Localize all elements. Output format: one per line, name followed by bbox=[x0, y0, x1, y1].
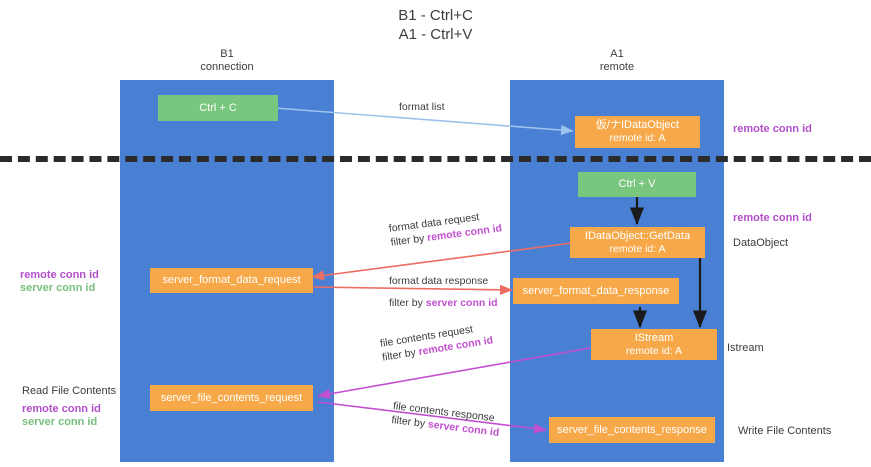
node-server-format-data-response-label: server_format_data_response bbox=[522, 284, 670, 297]
column-header-b1-name: B1 bbox=[220, 48, 234, 60]
node-server-file-contents-response[interactable]: server_file_contents_response bbox=[549, 417, 715, 443]
annotation-istream: Istream bbox=[727, 342, 764, 354]
node-istream[interactable]: IStream remote id: A bbox=[591, 329, 717, 360]
annotation-left-server-conn-id-mid: server conn id bbox=[20, 282, 96, 294]
annotation-left-server-conn-id-bottom: server conn id bbox=[22, 416, 98, 428]
column-header-b1-subtitle: connection bbox=[200, 61, 254, 73]
edge-label-format-data-response: format data response filter by server co… bbox=[389, 274, 498, 310]
node-get-idataobject[interactable]: 仮/ナIDataObject remote id: A bbox=[575, 116, 700, 148]
annotation-dataobject: DataObject bbox=[733, 237, 789, 249]
diagram-title: B1 - Ctrl+C A1 - Ctrl+V bbox=[0, 6, 871, 44]
column-header-a1-subtitle: remote bbox=[599, 61, 635, 73]
annotation-left-remote-conn-id-bottom: remote conn id bbox=[22, 403, 101, 415]
node-server-file-contents-request-label: server_file_contents_request bbox=[160, 391, 303, 404]
node-server-file-contents-request[interactable]: server_file_contents_request bbox=[150, 385, 313, 411]
node-server-file-contents-response-label: server_file_contents_response bbox=[557, 423, 707, 436]
annotation-remote-conn-id-mid: remote conn id bbox=[733, 212, 812, 224]
column-header-a1-name: A1 bbox=[610, 48, 624, 60]
annotation-left-remote-conn-id-mid: remote conn id bbox=[20, 269, 99, 281]
node-ctrl-v-label: Ctrl + V bbox=[618, 178, 656, 190]
annotation-remote-conn-id-top: remote conn id bbox=[733, 123, 812, 135]
column-header-a1: A1 remote bbox=[510, 48, 724, 74]
annotation-read-file-contents: Read File Contents bbox=[22, 385, 117, 397]
node-idataobject-getdata-label: IDataObject::GetData bbox=[584, 229, 691, 242]
arrow-format-data-request bbox=[311, 242, 573, 281]
annotation-write-file-contents: Write File Contents bbox=[738, 425, 832, 437]
edge-label-format-data-response-line1: format data response bbox=[389, 275, 489, 287]
phase-divider bbox=[0, 156, 871, 162]
edge-label-format-list: format list bbox=[399, 101, 445, 113]
filter-key-server-conn-id: server conn id bbox=[425, 297, 498, 309]
node-ctrl-c-label: Ctrl + C bbox=[199, 101, 237, 114]
node-istream-sub: remote id: A bbox=[625, 344, 683, 357]
node-istream-label: IStream bbox=[634, 331, 674, 344]
title-line-1: B1 - Ctrl+C bbox=[398, 7, 473, 24]
node-idataobject-getdata[interactable]: IDataObject::GetData remote id: A bbox=[570, 227, 705, 258]
node-ctrl-v[interactable]: Ctrl + V bbox=[578, 172, 696, 197]
column-header-b1: B1 connection bbox=[120, 48, 334, 74]
arrow-format-data-response bbox=[311, 284, 513, 295]
node-server-format-data-request[interactable]: server_format_data_request bbox=[150, 268, 313, 293]
edge-label-format-data-response-line2: filter by server conn id bbox=[389, 297, 498, 309]
title-line-2: A1 - Ctrl+V bbox=[398, 26, 473, 43]
arrow-file-contents-request bbox=[317, 347, 591, 399]
node-get-idataobject-sub: remote id: A bbox=[609, 132, 666, 144]
node-ctrl-c[interactable]: Ctrl + C bbox=[158, 95, 278, 121]
arrow-file-contents-response bbox=[317, 401, 547, 434]
node-idataobject-getdata-sub: remote id: A bbox=[609, 242, 666, 255]
node-server-format-data-response[interactable]: server_format_data_response bbox=[513, 278, 679, 304]
arrow-format-list bbox=[274, 107, 574, 136]
node-server-format-data-request-label: server_format_data_request bbox=[162, 274, 301, 286]
node-get-idataobject-label: 仮/ナIDataObject bbox=[595, 119, 680, 131]
